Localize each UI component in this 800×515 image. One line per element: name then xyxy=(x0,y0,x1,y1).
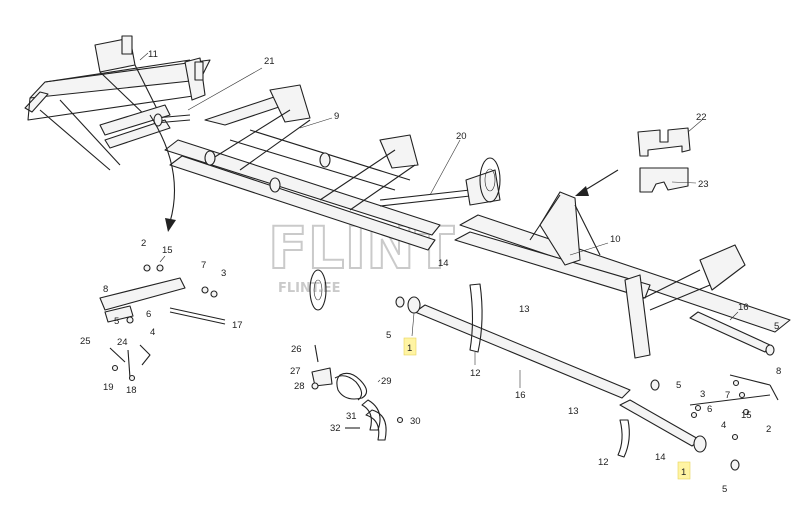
callout-labels: 11 21 9 20 22 23 10 2 15 7 3 8 6 5 17 4 … xyxy=(80,49,781,495)
callout-22: 22 xyxy=(696,112,707,123)
callout-13-bottom: 13 xyxy=(568,406,579,417)
callout-14-top: 14 xyxy=(438,258,449,269)
callout-15-right: 15 xyxy=(741,410,752,421)
callout-2-left: 2 xyxy=(141,238,146,249)
callout-19: 19 xyxy=(103,382,114,393)
callout-5-left-small: 5 xyxy=(114,316,119,327)
callout-8: 8 xyxy=(103,284,108,295)
callout-6-right: 6 xyxy=(707,404,712,415)
callout-11: 11 xyxy=(148,49,158,60)
callout-25: 25 xyxy=(80,336,91,347)
part-16-tube-mid xyxy=(414,304,631,399)
callout-7-right: 7 xyxy=(725,390,730,401)
part-disc-lower xyxy=(309,269,327,311)
callout-6-left: 6 xyxy=(146,309,151,320)
part-1-bushing-bottom xyxy=(693,435,707,453)
callout-8-right: 8 xyxy=(776,366,781,377)
callout-17: 17 xyxy=(232,320,243,331)
callout-13-top: 13 xyxy=(519,304,530,315)
part-20-disc-shaft xyxy=(379,139,501,207)
callout-29: 29 xyxy=(381,376,392,387)
part-16-tube-lower xyxy=(619,399,701,447)
part-12-shank-bottom xyxy=(617,419,630,458)
callout-1-bottom: 1 xyxy=(681,467,686,478)
callout-4-left: 4 xyxy=(150,327,155,338)
callout-3-right: 3 xyxy=(700,389,705,400)
callout-26: 26 xyxy=(291,344,302,355)
highlight-1-bottom xyxy=(677,461,691,480)
callout-5-right-top: 5 xyxy=(774,321,779,332)
part-21-axle xyxy=(153,67,263,127)
callout-16-mid: 16 xyxy=(515,390,526,401)
part-9-centre-frame xyxy=(164,84,441,251)
part-11-rear-frame xyxy=(24,35,211,171)
callout-1-center: 1 xyxy=(407,343,412,354)
part-5-caps xyxy=(395,296,775,471)
part-1-bushing-center xyxy=(407,296,421,337)
callout-16-right: 16 xyxy=(738,302,749,313)
callout-12-bottom: 12 xyxy=(598,457,609,468)
callout-27: 27 xyxy=(290,366,301,377)
callout-5-mid: 5 xyxy=(676,380,681,391)
callout-7-left: 7 xyxy=(201,260,206,271)
callout-9: 9 xyxy=(334,111,339,122)
callout-30: 30 xyxy=(410,416,421,427)
callout-18: 18 xyxy=(126,385,137,396)
callout-5-bottom: 5 xyxy=(722,484,727,495)
arrow-detail-left xyxy=(149,114,176,232)
callout-14-bottom: 14 xyxy=(655,452,666,463)
spring-tine-assembly xyxy=(311,344,404,441)
callout-2-right: 2 xyxy=(766,424,771,435)
callout-4-right: 4 xyxy=(721,420,726,431)
part-12-shank-top xyxy=(469,283,483,365)
arrow-detail-right xyxy=(575,169,619,196)
watermark-domain: FLINT.EE xyxy=(278,281,340,296)
callout-12-top: 12 xyxy=(470,368,481,379)
part-22-bracket xyxy=(637,119,703,157)
part-10-main-frame xyxy=(454,191,791,359)
highlight-1-center xyxy=(403,337,417,356)
callout-10: 10 xyxy=(610,234,621,245)
lower-left-pins xyxy=(109,347,136,382)
callout-20: 20 xyxy=(456,131,467,142)
callout-24: 24 xyxy=(117,337,128,348)
left-hitch-assembly xyxy=(99,255,226,366)
part-23-plate xyxy=(639,167,697,193)
callout-28: 28 xyxy=(294,381,305,392)
callout-15-left: 15 xyxy=(162,245,173,256)
callout-32: 32 xyxy=(330,423,341,434)
callout-23: 23 xyxy=(698,179,709,190)
callout-3-left: 3 xyxy=(221,268,226,279)
callout-5-center: 5 xyxy=(386,330,391,341)
callout-21: 21 xyxy=(264,56,275,67)
callout-31: 31 xyxy=(346,411,357,422)
right-hardware xyxy=(689,374,779,441)
